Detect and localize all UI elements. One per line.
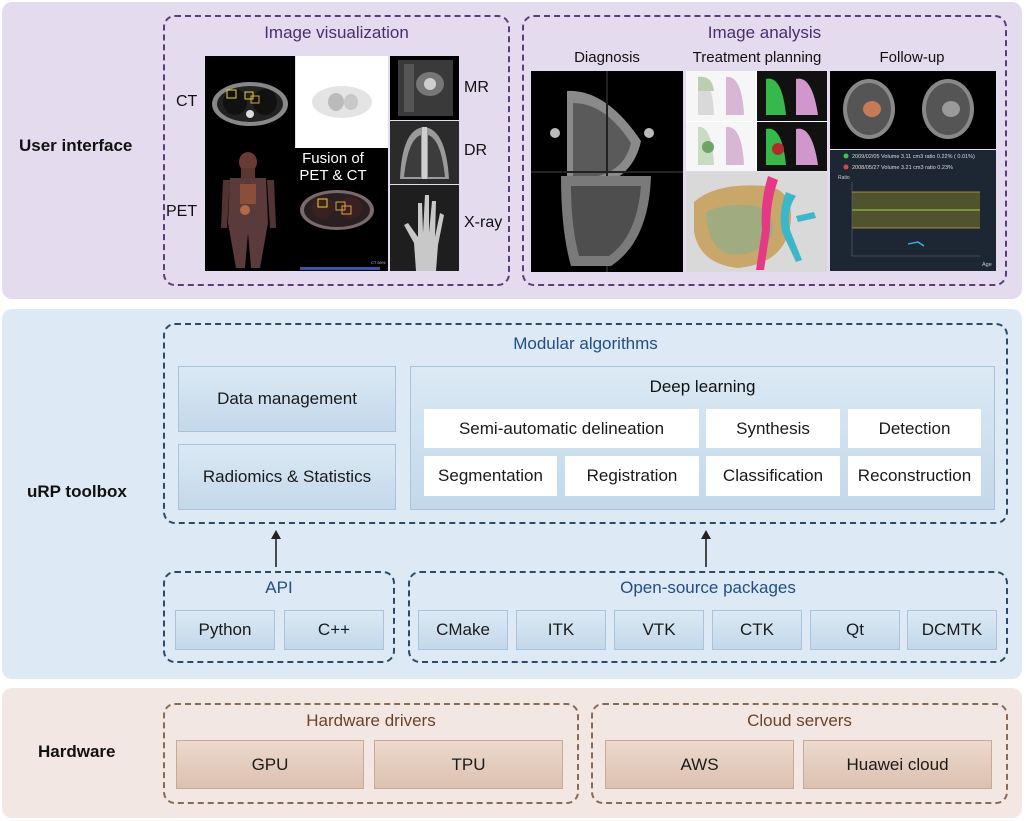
follow-up-brain-images — [830, 71, 996, 149]
user-interface-title: User interface — [19, 136, 133, 155]
image-analysis-box — [522, 15, 1007, 286]
hardware-drivers-box — [163, 703, 579, 804]
registration-module: Registration — [565, 456, 699, 496]
vtk-module: VTK — [614, 610, 704, 650]
qt-module: Qt — [810, 610, 900, 650]
ratio-axis-label: Ratio — [838, 175, 850, 181]
modular-algorithms-box — [163, 323, 1008, 524]
detection-module: Detection — [848, 409, 981, 448]
radiomics-statistics-module: Radiomics & Statistics — [178, 444, 396, 510]
gpu-module: GPU — [176, 740, 364, 789]
cmake-module: CMake — [418, 610, 508, 650]
dcmtk-module: DCMTK — [907, 610, 997, 650]
segmentation-module: Segmentation — [424, 456, 557, 496]
follow-up-ratio-chart: 2009/02/05 Volume 3.11 cm3 ratio 0.22% (… — [830, 150, 996, 271]
open-source-packages-title: Open-source packages — [620, 578, 796, 597]
itk-module: ITK — [516, 610, 606, 650]
reconstruction-module: Reconstruction — [848, 456, 981, 496]
dr-image — [390, 121, 459, 184]
tpu-module: TPU — [374, 740, 563, 789]
cloud-servers-box — [591, 703, 1008, 804]
treatment-lung-images — [686, 71, 827, 171]
image-visualization-box — [163, 15, 510, 286]
ct-label: CT — [176, 93, 198, 110]
diagnosis-mammogram — [531, 71, 683, 272]
toolbox-title: uRP toolbox — [27, 482, 127, 501]
follow-up-title: Follow-up — [879, 49, 945, 66]
hardware-title: Hardware — [38, 742, 116, 761]
ct-axial-image — [205, 56, 295, 148]
modular-algorithms-title: Modular algorithms — [513, 334, 658, 353]
follow-up-legend-1: 2009/02/05 Volume 3.11 cm3 ratio 0.22% (… — [852, 154, 975, 160]
classification-module: Classification — [706, 456, 840, 496]
xray-image — [390, 185, 459, 271]
image-analysis-title: Image analysis — [707, 23, 822, 42]
open-source-packages-box — [408, 571, 1008, 663]
dr-label: DR — [464, 142, 488, 159]
aws-module: AWS — [605, 740, 794, 789]
follow-up-legend-2: 2008/05/27 Volume 3.21 cm3 ratio 0.23% — [852, 165, 953, 171]
mr-label: MR — [464, 79, 489, 96]
semi-automatic-delineation-module: Semi-automatic delineation — [424, 409, 699, 448]
pet-label: PET — [166, 203, 198, 220]
deep-learning-title: Deep learning — [649, 377, 756, 396]
python-module: Python — [175, 610, 275, 650]
diagnosis-title: Diagnosis — [574, 49, 640, 66]
api-to-modular-arrow — [271, 530, 281, 567]
treatment-liver-model — [686, 172, 827, 272]
synthesis-module: Synthesis — [706, 409, 840, 448]
ctk-module: CTK — [712, 610, 802, 650]
image-visualization-title: Image visualization — [264, 23, 409, 42]
age-axis-label: Age — [982, 262, 992, 268]
huawei-cloud-module: Huawei cloud — [803, 740, 992, 789]
fusion-label: Fusion of PET & CT — [299, 150, 367, 184]
api-box — [163, 571, 395, 663]
pet-body-image: CT 50% — [205, 148, 388, 271]
xray-label: X-ray — [464, 214, 503, 231]
hardware-drivers-title: Hardware drivers — [306, 711, 436, 730]
cloud-servers-title: Cloud servers — [747, 711, 852, 730]
treatment-planning-title: Treatment planning — [692, 49, 822, 66]
pet-mip-image — [296, 56, 388, 148]
mr-image — [390, 56, 459, 120]
ct-tag: CT 50% — [371, 260, 386, 265]
packages-to-modular-arrow — [701, 530, 711, 567]
api-title: API — [265, 578, 293, 597]
data-management-module: Data management — [178, 366, 396, 432]
cpp-module: C++ — [284, 610, 384, 650]
